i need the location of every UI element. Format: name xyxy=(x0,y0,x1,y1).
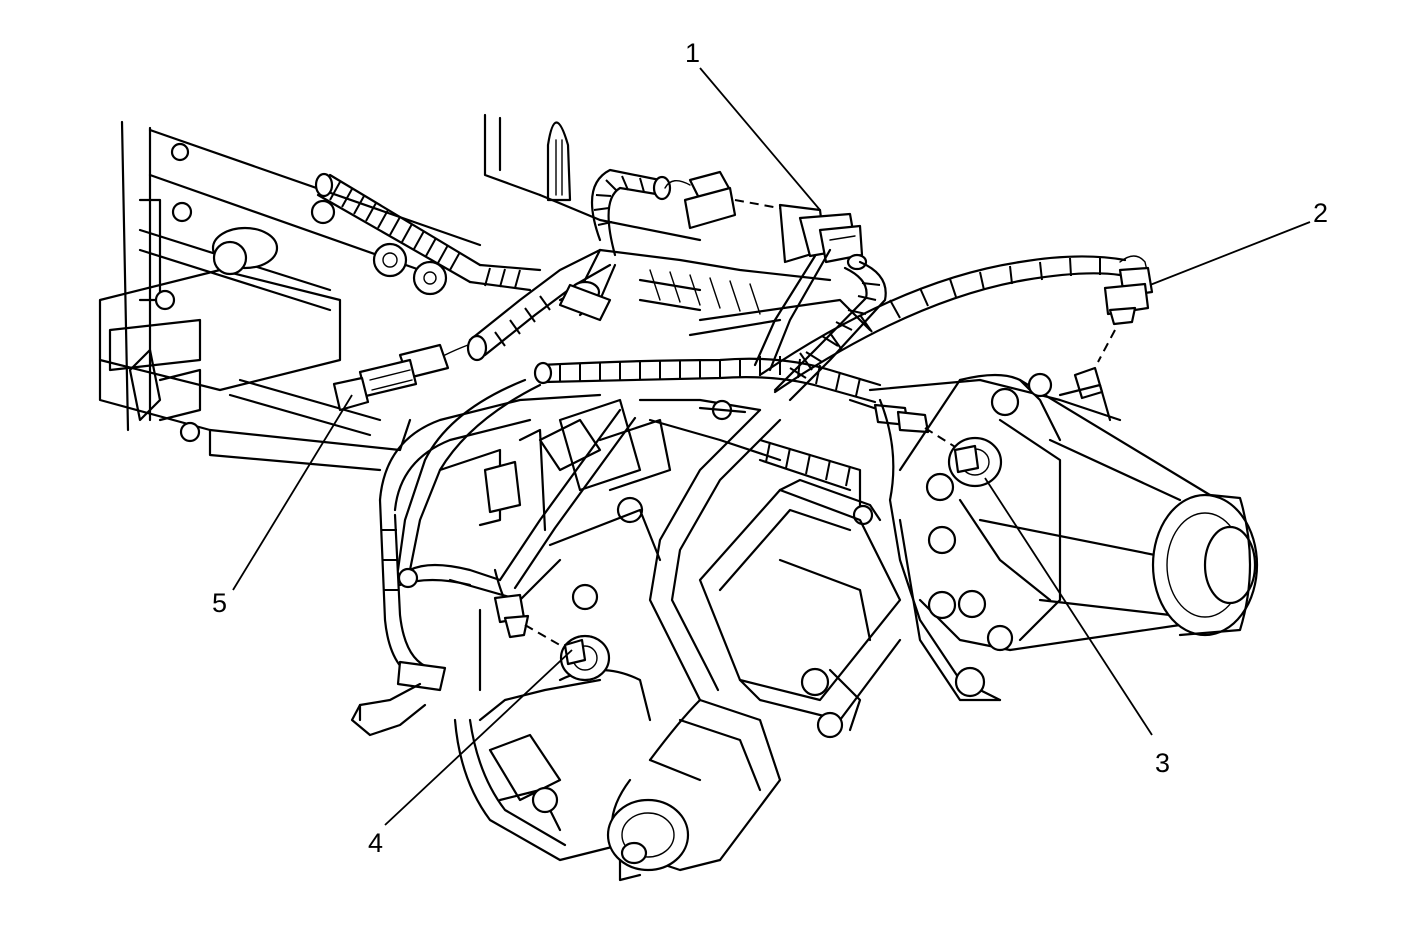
callout-5: 5 xyxy=(212,588,227,618)
leader-1 xyxy=(699,67,821,211)
upper-harness-loop xyxy=(558,168,672,322)
center-bracket xyxy=(483,113,872,337)
middle-harness-conduit xyxy=(533,356,882,404)
left-harness-conduit xyxy=(314,172,542,292)
callout-labels: 1 2 3 4 5 xyxy=(212,38,1328,858)
body-harness-vertical xyxy=(396,378,542,589)
connector-1 xyxy=(664,170,868,271)
leader-2 xyxy=(1149,221,1311,286)
callout-3: 3 xyxy=(1155,748,1170,778)
transfer-case-body xyxy=(350,393,672,862)
leader-4 xyxy=(384,649,573,826)
shift-motor xyxy=(606,478,902,882)
connector-5-harness xyxy=(444,248,612,362)
body-harness-diagonal xyxy=(498,398,874,702)
connector-2-harness xyxy=(758,255,1127,394)
connector-2 xyxy=(1097,255,1154,363)
connector-4 xyxy=(493,568,611,682)
connector-3 xyxy=(848,398,1003,488)
connector-5 xyxy=(332,343,450,412)
leader-lines xyxy=(232,67,1311,826)
callout-2: 2 xyxy=(1313,198,1328,228)
callout-4: 4 xyxy=(368,828,383,858)
leader-3 xyxy=(984,477,1153,736)
leader-5 xyxy=(232,394,353,591)
connector-1-harness xyxy=(753,248,887,402)
transmission-case xyxy=(98,120,482,472)
tail-housing xyxy=(868,366,1259,702)
callout-1: 1 xyxy=(685,38,700,68)
